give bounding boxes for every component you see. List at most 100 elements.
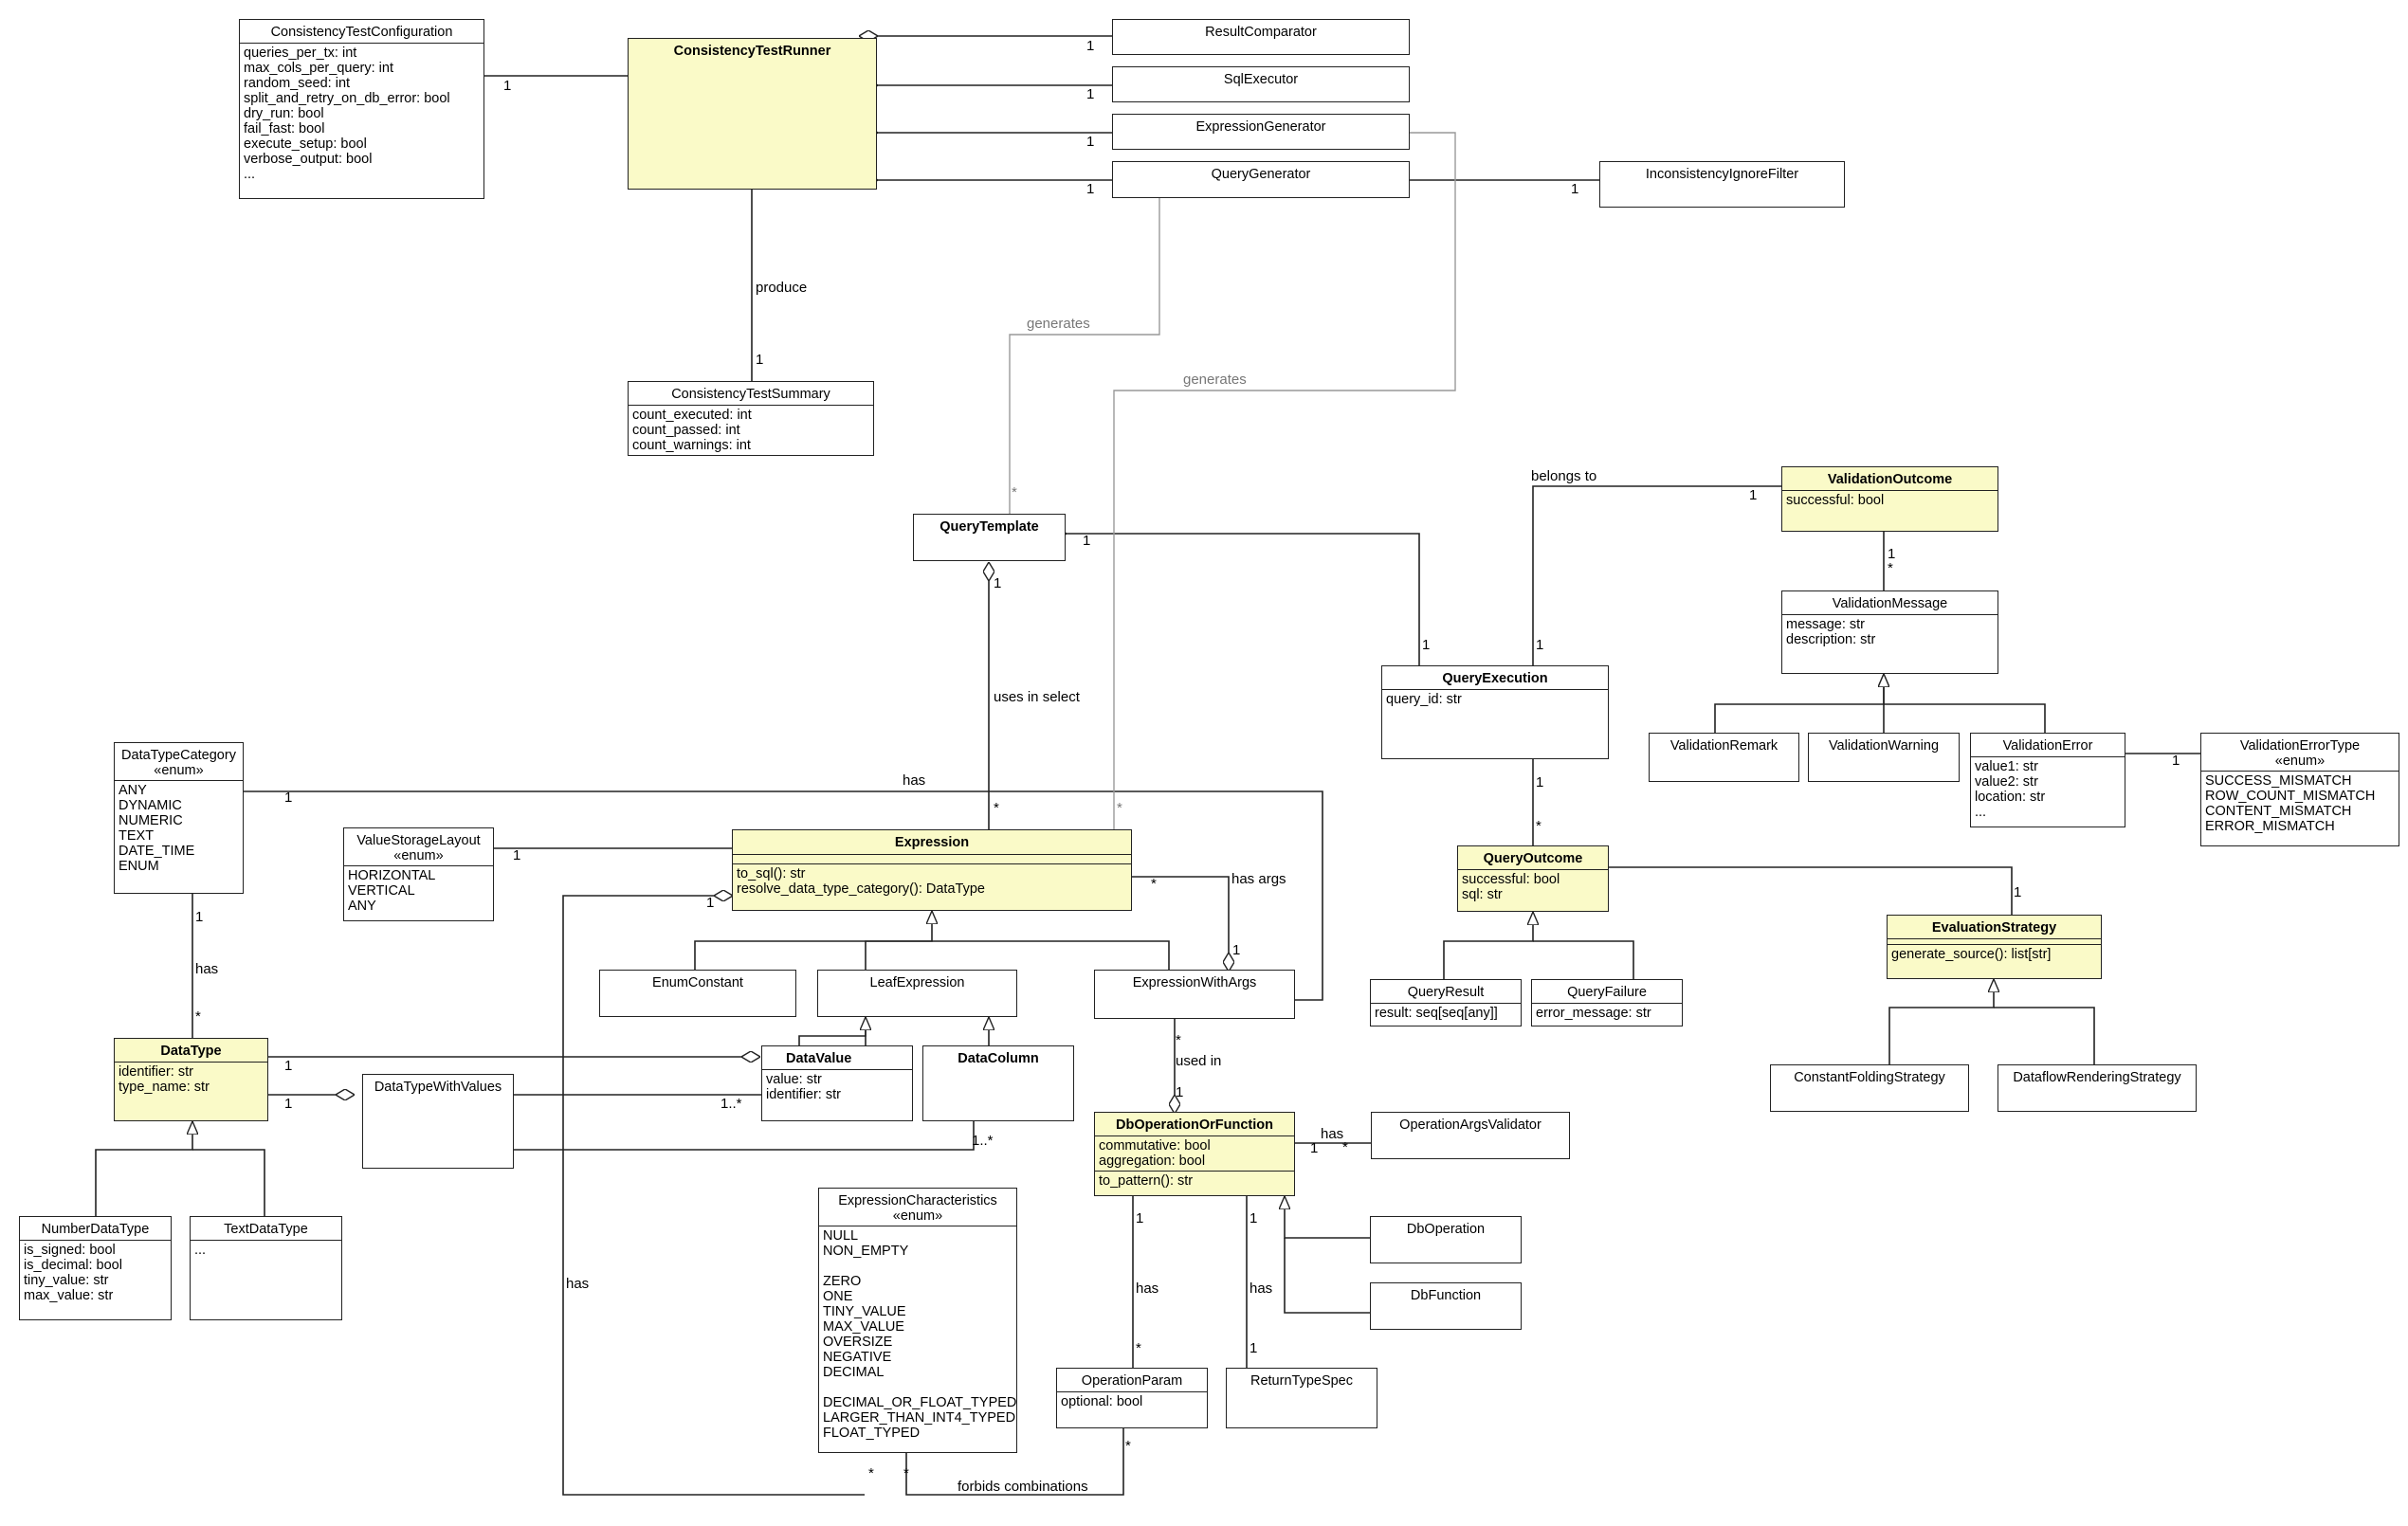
class-name: OperationArgsValidator (1399, 1117, 1541, 1133)
assoc-template-execution (1067, 534, 1420, 665)
assoc-category-exprwithargs (244, 790, 1323, 1000)
class-data-type-with-values: DataTypeWithValues (362, 1074, 514, 1169)
class-name: QueryTemplate (939, 519, 1039, 535)
operation: resolve_data_type_category(): DataType (737, 881, 985, 897)
mult-param-many: * (1136, 1340, 1141, 1356)
class-operation-args-validator: OperationArgsValidator (1371, 1112, 1570, 1159)
class-name: ExpressionWithArgs (1132, 975, 1257, 990)
enum-literal: ZERO (823, 1274, 862, 1289)
attribute: value2: str (1975, 774, 2038, 790)
attribute: split_and_retry_on_db_error: bool (244, 91, 450, 106)
class-name: DataType (160, 1044, 222, 1059)
mult-param-characteristics: * (1125, 1438, 1131, 1454)
class-name: QueryOutcome (1483, 851, 1583, 866)
gen-exprwithargs (932, 940, 1170, 970)
class-query-outcome: QueryOutcome successful: bool sql: str (1457, 845, 1609, 912)
attribute: fail_fast: bool (244, 121, 325, 136)
enum-literal-spacer (823, 1259, 1012, 1274)
enum-literal: ANY (119, 783, 147, 798)
attribute: execute_setup: bool (244, 136, 367, 152)
class-data-type: DataType identifier: str type_name: str (114, 1038, 268, 1121)
enum-literal: MAX_VALUE (823, 1319, 904, 1335)
class-name: DataTypeCategory (121, 748, 236, 763)
mult-param-one: 1 (1136, 1210, 1144, 1226)
class-query-execution: QueryExecution query_id: str (1381, 665, 1609, 759)
label-uses-in-select: uses in select (994, 689, 1080, 705)
assoc-characteristics-expression (562, 896, 865, 1496)
assoc-outcome-execution (1532, 485, 1781, 665)
attribute: ... (1975, 805, 1987, 820)
class-expression-characteristics: ExpressionCharacteristics «enum» NULL NO… (818, 1188, 1017, 1453)
class-data-column: DataColumn (922, 1045, 1074, 1121)
class-name: SqlExecutor (1223, 72, 1299, 87)
label-used-in: used in (1176, 1053, 1222, 1069)
mult-characteristics-expr: * (868, 1465, 874, 1481)
class-name: ValidationError (2002, 738, 2093, 754)
operation: generate_source(): list[str] (1891, 947, 2052, 962)
class-sql-executor: SqlExecutor (1112, 66, 1410, 102)
attribute: dry_run: bool (244, 106, 324, 121)
class-query-template: QueryTemplate (913, 514, 1066, 561)
stereotype: «enum» (2274, 754, 2326, 769)
attribute: location: str (1975, 790, 2046, 805)
class-name: DbOperationOrFunction (1116, 1117, 1273, 1133)
enum-literal: ERROR_MISMATCH (2205, 819, 2335, 834)
mult-datacolumn-many: 1..* (972, 1133, 994, 1149)
mult-comparator: 1 (1086, 38, 1095, 54)
class-name: NumberDataType (41, 1222, 150, 1237)
class-expression: Expression to_sql(): str resolve_data_ty… (732, 829, 1132, 911)
mult-sqlexecutor: 1 (1086, 86, 1095, 102)
class-name: QueryFailure (1567, 985, 1647, 1000)
dep-querygen-template (1009, 198, 1160, 514)
class-validation-remark: ValidationRemark (1649, 733, 1799, 782)
mult-errortype: 1 (2172, 753, 2180, 769)
mult-category-args: 1 (284, 790, 293, 806)
attribute: count_passed: int (632, 423, 740, 438)
attribute: query_id: str (1386, 692, 1462, 707)
class-name: QueryGenerator (1211, 167, 1311, 182)
mult-returntype-many: 1 (1250, 1340, 1258, 1356)
class-operation-param: OperationParam optional: bool (1056, 1368, 1208, 1428)
class-name: TextDataType (224, 1222, 308, 1237)
enum-literal: NEGATIVE (823, 1350, 892, 1365)
attribute: successful: bool (1786, 493, 1885, 508)
gen-enumconstant (694, 911, 932, 970)
gen-dboperation (1285, 1196, 1370, 1239)
attribute: message: str (1786, 617, 1865, 632)
class-name: ExpressionGenerator (1195, 119, 1326, 135)
label-generates-query: generates (1027, 316, 1090, 332)
mult-validator-one: 1 (1310, 1140, 1319, 1156)
enum-literal: NON_EMPTY (823, 1244, 909, 1259)
enum-literal: CONTENT_MISMATCH (2205, 804, 2352, 819)
enum-literal: ONE (823, 1289, 853, 1304)
label-has-param: has (1136, 1281, 1159, 1297)
mult-expr-args: * (1151, 876, 1157, 892)
label-has-category-datatype: has (195, 961, 219, 977)
mult-summary: 1 (756, 352, 764, 368)
attribute: identifier: str (766, 1087, 841, 1102)
class-validation-outcome: ValidationOutcome successful: bool (1781, 466, 1998, 532)
class-name: LeafExpression (869, 975, 965, 990)
class-name: QueryExecution (1442, 671, 1548, 686)
class-leaf-expression: LeafExpression (817, 970, 1017, 1017)
class-name: ValidationMessage (1832, 596, 1948, 611)
attribute: random_seed: int (244, 76, 351, 91)
mult-expr-generated: * (1117, 800, 1122, 816)
class-name: ValidationRemark (1669, 738, 1779, 754)
class-consistency-test-runner: ConsistencyTestRunner (628, 38, 877, 190)
class-evaluation-strategy: EvaluationStrategy generate_source(): li… (1887, 915, 2102, 979)
class-expression-with-args: ExpressionWithArgs (1094, 970, 1295, 1019)
class-result-comparator: ResultComparator (1112, 19, 1410, 55)
mult-exprgen: 1 (1086, 134, 1095, 150)
mult-category-datatype-one: 1 (195, 909, 204, 925)
class-name: EvaluationStrategy (1931, 920, 2057, 936)
class-name: ConsistencyTestConfiguration (270, 25, 453, 40)
enum-literal: DECIMAL_OR_FLOAT_TYPED (823, 1395, 1017, 1410)
label-has-category-args: has (903, 772, 926, 789)
gen-remark (1714, 674, 1884, 733)
mult-execution-outcome: 1 (1536, 637, 1544, 653)
gen-dbfunction (1284, 1238, 1370, 1314)
assoc-queryoutcome-strategy (1609, 867, 2013, 915)
mult-message-many: * (1888, 560, 1893, 576)
class-dataflow-rendering-strategy: DataflowRenderingStrategy (1998, 1064, 2197, 1112)
